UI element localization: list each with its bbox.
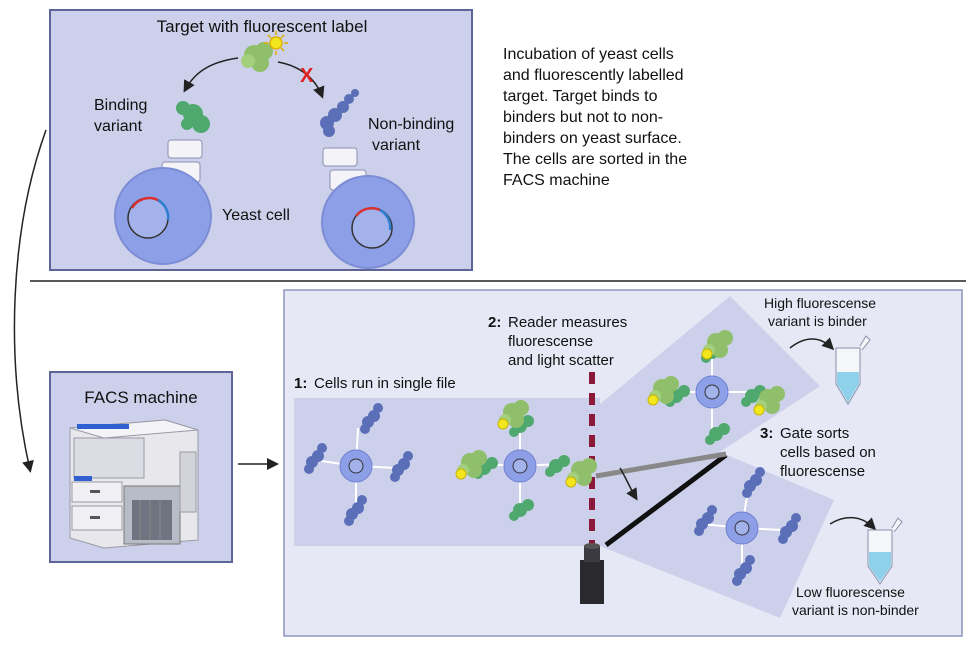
step3-text-line1: Gate sorts: [780, 425, 849, 442]
binder-cell-stream: [455, 399, 598, 521]
step2-text-line3: and light scatter: [508, 352, 614, 369]
binder-tube-icon: [835, 335, 871, 405]
nonbinding-label-line2: variant: [372, 137, 421, 154]
nonbinding-protein: [320, 89, 359, 137]
facs-machine-icon: [69, 419, 199, 549]
low-fluorescence-label-line1: Low fluorescense: [796, 584, 905, 600]
step2-text-line2: fluorescense: [508, 333, 593, 350]
step3-text-line3: fluorescense: [780, 463, 865, 480]
nonbinding-label-line1: Non-binding: [368, 116, 454, 133]
facs-panel-title: FACS machine: [84, 388, 197, 407]
high-to-tube-arrow: [789, 337, 835, 351]
binding-label-line2: variant: [94, 118, 143, 135]
step3-number: 3:: [760, 425, 773, 442]
high-fluorescence-label-line2: variant is binder: [768, 313, 867, 329]
detector-camera-icon: [580, 543, 604, 604]
sun-icon: [264, 31, 288, 55]
low-to-tube-arrow: [829, 516, 877, 531]
binding-label-line1: Binding: [94, 97, 147, 114]
low-fluorescence-branch: [600, 452, 834, 618]
binding-linker-top: [167, 139, 203, 159]
reader-beam: [595, 451, 727, 479]
flow-arrow-to-facs: [13, 129, 47, 473]
step1-text: Cells run in single file: [314, 375, 456, 392]
high-fluorescence-label-line1: High fluorescense: [764, 295, 876, 311]
top-panel-title: Target with fluorescent label: [157, 17, 368, 36]
nonbinder-tube-icon: [867, 517, 903, 585]
binding-protein: [176, 101, 210, 133]
no-binding-x-icon: X: [300, 65, 314, 87]
step2-text-line1: Reader measures: [508, 314, 627, 331]
yeast-cell-label: Yeast cell: [222, 207, 290, 224]
nonbinding-arrow: [277, 61, 325, 99]
fluorescent-target: [241, 31, 288, 72]
high-fluorescence-cell: [647, 329, 786, 445]
low-fluorescence-cell: [694, 467, 801, 586]
step3-text-line2: cells based on: [780, 444, 876, 461]
step1-number: 1:: [294, 375, 307, 392]
step2-number: 2:: [488, 314, 501, 331]
sorting-arrow: [619, 467, 638, 501]
low-fluorescence-label-line2: variant is non-binder: [792, 602, 919, 618]
nonbinder-cell-stream: [304, 403, 413, 526]
binding-arrow: [183, 57, 239, 93]
incubation-description: Incubation of yeast cells and fluorescen…: [503, 46, 688, 189]
gate-deflector: [604, 453, 728, 547]
nonbinding-linker-top: [322, 147, 358, 167]
